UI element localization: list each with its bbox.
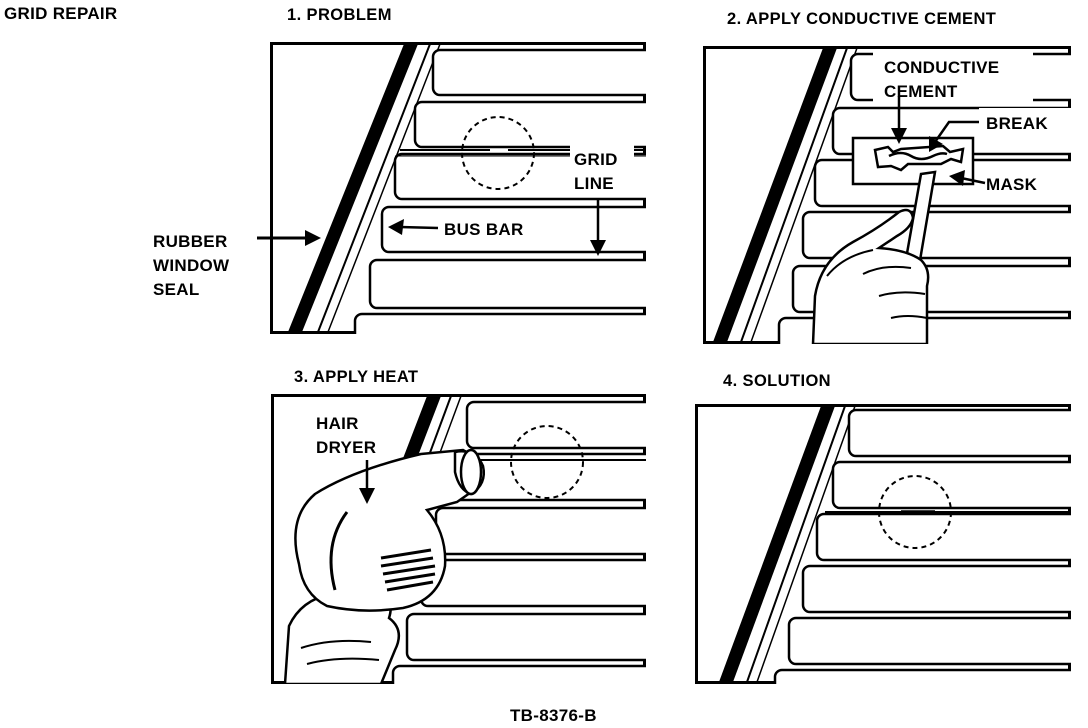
heat-illustration (271, 394, 646, 684)
cement-illustration (703, 46, 1071, 344)
rubber-seal (288, 44, 418, 332)
bus-bar-label: BUS BAR (442, 218, 526, 242)
solution-illustration (695, 404, 1071, 684)
grid-line-label-2: LINE (574, 174, 614, 193)
panel-apply-cement (703, 46, 1071, 344)
conductive-cement-label-1: CONDUCTIVE (884, 58, 1000, 77)
rubber-seal-arrow (257, 230, 321, 246)
dryer-vents (380, 548, 436, 592)
rubber-seal-label-1: RUBBER (153, 232, 228, 251)
panel-apply-heat (271, 394, 646, 684)
panel-1-title: 1. PROBLEM (287, 6, 392, 24)
panel-4-title: 4. SOLUTION (723, 372, 831, 390)
hair-dryer (294, 448, 480, 612)
panel-solution (695, 404, 1071, 684)
mask-label: MASK (986, 175, 1038, 194)
rubber-seal-label-2: WINDOW (153, 256, 230, 275)
hand (811, 208, 930, 344)
hair-dryer-label-2: DRYER (316, 438, 377, 457)
figure-id: TB-8376-B (510, 706, 597, 725)
rubber-seal-label-3: SEAL (153, 280, 200, 299)
conductive-cement-label-2: CEMENT (884, 82, 958, 101)
hair-dryer-label-1: HAIR (316, 414, 359, 433)
break-label: BREAK (986, 114, 1048, 133)
panel-2-title: 2. APPLY CONDUCTIVE CEMENT (727, 10, 997, 28)
break-circle (461, 116, 535, 190)
page-title: GRID REPAIR (4, 4, 118, 23)
panel-3-title: 3. APPLY HEAT (294, 368, 419, 386)
problem-illustration (270, 42, 646, 334)
grid-line-label-1: GRID (574, 150, 618, 169)
panel-problem (270, 42, 646, 334)
